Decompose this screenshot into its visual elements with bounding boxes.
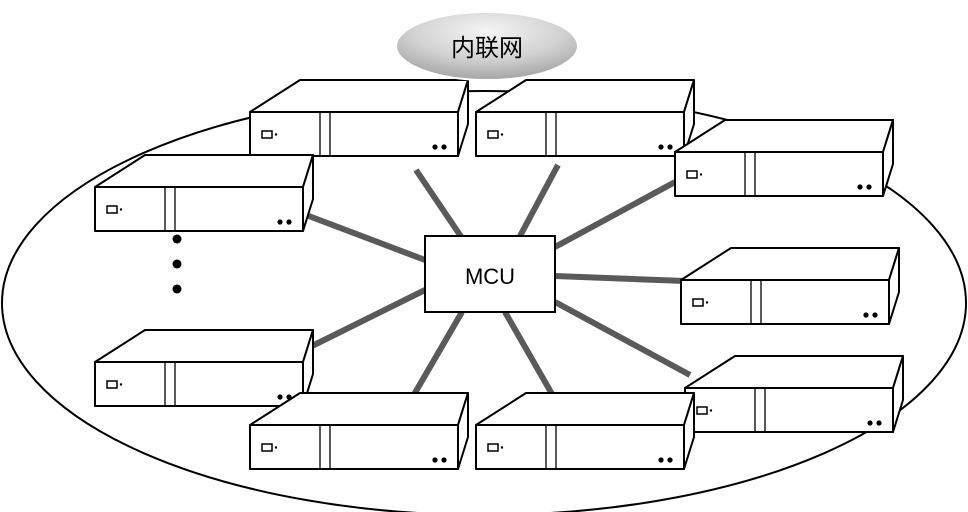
mcu-label: MCU (465, 264, 515, 289)
terminal-top-left (249, 79, 469, 157)
device-box-icon (475, 79, 695, 157)
device-box-icon (680, 247, 900, 325)
intranet-label: 内联网 (451, 35, 523, 62)
link-terminal-lower-right (553, 299, 692, 378)
terminal-right (680, 247, 900, 325)
terminal-far-left-top (94, 154, 314, 232)
mcu-node: MCU (424, 235, 556, 313)
device-box-icon (674, 119, 894, 197)
terminal-lower-right (684, 355, 904, 433)
terminal-far-left-bottom (94, 329, 314, 407)
more-terminals-ellipsis (172, 234, 182, 294)
terminal-bottom-middle (475, 392, 695, 470)
device-box-icon (94, 329, 314, 407)
terminal-top-middle (475, 79, 695, 157)
intranet-boundary (1, 90, 967, 512)
link-terminal-right (554, 273, 686, 284)
link-terminal-top-middle (517, 163, 561, 238)
link-terminal-top-right (553, 179, 677, 250)
terminal-bottom-left (249, 392, 469, 470)
link-terminal-far-left-bottom (298, 287, 427, 355)
device-box-icon (475, 392, 695, 470)
device-box-icon (249, 392, 469, 470)
cloud-badge-icon: 内联网 (395, 11, 579, 81)
link-terminal-top-left (413, 168, 465, 240)
device-box-icon (684, 355, 904, 433)
terminal-top-right (674, 119, 894, 197)
device-box-icon (94, 154, 314, 232)
device-box-icon (249, 79, 469, 157)
